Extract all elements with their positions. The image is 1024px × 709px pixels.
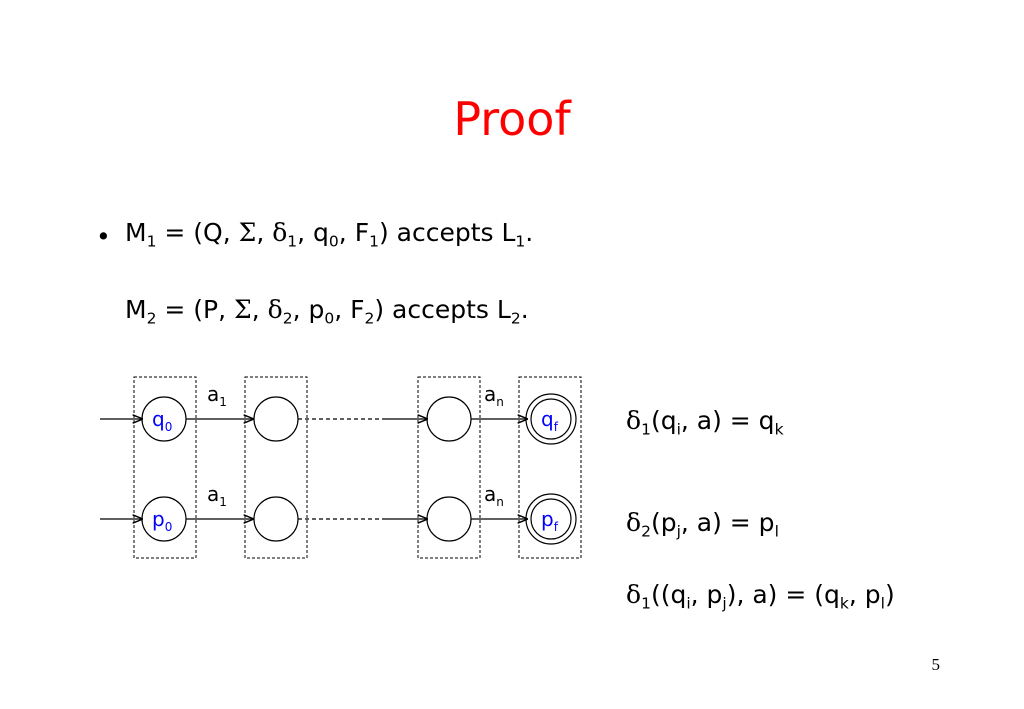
row1-state-penultimate	[426, 396, 472, 442]
bullet-line-part: 1	[146, 232, 157, 251]
bullet-line-part: M	[125, 295, 147, 324]
transition-part: i	[686, 594, 691, 613]
transition-part: 1	[641, 594, 651, 613]
transition-part: l	[880, 594, 885, 613]
transition-part: (p	[650, 508, 677, 537]
column-box-penultimate	[417, 376, 481, 559]
row2-final-label: pf	[541, 507, 559, 534]
bullet-line-m2: M2 = (P, Σ, δ2, p0, F2) accepts L2.	[125, 295, 529, 328]
transition-part: l	[774, 522, 779, 541]
bullet-line-part: .	[520, 295, 529, 324]
row1-edge-label-last: an	[484, 382, 504, 409]
bullet-line-part: 2	[146, 309, 157, 328]
transition-part: , a) = p	[680, 508, 775, 537]
page-number: 5	[931, 655, 941, 674]
bullet-line-part: ) accepts L	[378, 218, 516, 247]
bullet-marker: •	[96, 222, 111, 251]
bullet-line-part: δ	[267, 295, 283, 324]
row2-start-label: p0	[152, 507, 172, 534]
row2-state-penultimate	[426, 496, 472, 542]
row2-edge-label-first: a1	[207, 482, 227, 509]
bullet-line-part: Σ	[234, 295, 252, 324]
transition-part: ((q	[650, 580, 687, 609]
bullet-line-part: M	[125, 218, 147, 247]
bullet-line-part: , q	[297, 218, 329, 247]
bullet-line-part: 2	[364, 309, 375, 328]
transition-part: 2	[641, 522, 651, 541]
bullet-line-part: ,	[256, 218, 273, 247]
bullet-line-part: δ	[272, 218, 288, 247]
bullet-line-part: Σ	[238, 218, 257, 247]
transition-part: (q	[650, 406, 677, 435]
transition-part: δ	[626, 508, 642, 537]
transition-delta2: δ2(pj, a) = pl	[626, 508, 779, 541]
row2-final-state-inner	[530, 498, 572, 540]
transition-part: j	[722, 594, 727, 613]
column-box-start	[133, 376, 197, 559]
transition-product: δ1((qi, pj), a) = (qk, pl)	[626, 580, 895, 613]
bullet-line-part: , F	[334, 295, 365, 324]
transition-part: )	[884, 580, 895, 609]
bullet-line-part: 0	[328, 232, 339, 251]
bullet-line-part: , F	[338, 218, 370, 247]
column-box-final	[518, 376, 582, 559]
row2-state-2	[253, 496, 299, 542]
transition-part: k	[774, 420, 784, 439]
bullet-line-m1: M1 = (Q, Σ, δ1, q0, F1) accepts L1.	[125, 218, 534, 251]
bullet-line-part: = (Q,	[156, 218, 239, 247]
row1-final-state-outer	[525, 393, 577, 445]
transition-part: k	[839, 594, 849, 613]
transition-part: δ	[626, 580, 642, 609]
transition-part: ), a) = (q	[726, 580, 840, 609]
bullet-line-part: , p	[292, 295, 325, 324]
bullet-line-part: .	[525, 218, 534, 247]
row1-final-state-inner	[530, 398, 572, 440]
transition-delta1: δ1(qi, a) = qk	[626, 406, 784, 439]
transition-part: , a) = q	[680, 406, 775, 435]
row1-start-label: q0	[152, 407, 172, 434]
row2-edge-label-last: an	[484, 482, 504, 509]
column-box-second	[244, 376, 308, 559]
bullet-line-part: 1	[287, 232, 298, 251]
transition-part: , p	[690, 580, 723, 609]
bullet-line-part: 0	[324, 309, 335, 328]
transition-part: i	[676, 420, 681, 439]
row2-final-state-outer	[525, 493, 577, 545]
transition-part: , p	[848, 580, 881, 609]
transition-part: j	[676, 522, 681, 541]
bullet-line-part: 2	[282, 309, 293, 328]
transition-part: δ	[626, 406, 642, 435]
bullet-line-part: 2	[510, 309, 521, 328]
slide-title: Proof	[453, 92, 571, 146]
row1-final-label: qf	[541, 407, 559, 434]
bullet-line-part: 1	[369, 232, 379, 251]
bullet-line-part: 1	[515, 232, 526, 251]
row1-state-2	[253, 396, 299, 442]
bullet-line-part: = (P,	[156, 295, 235, 324]
transition-part: 1	[641, 420, 651, 439]
bullet-line-part: ) accepts L	[374, 295, 511, 324]
row1-edge-label-first: a1	[207, 382, 227, 409]
bullet-line-part: ,	[251, 295, 268, 324]
